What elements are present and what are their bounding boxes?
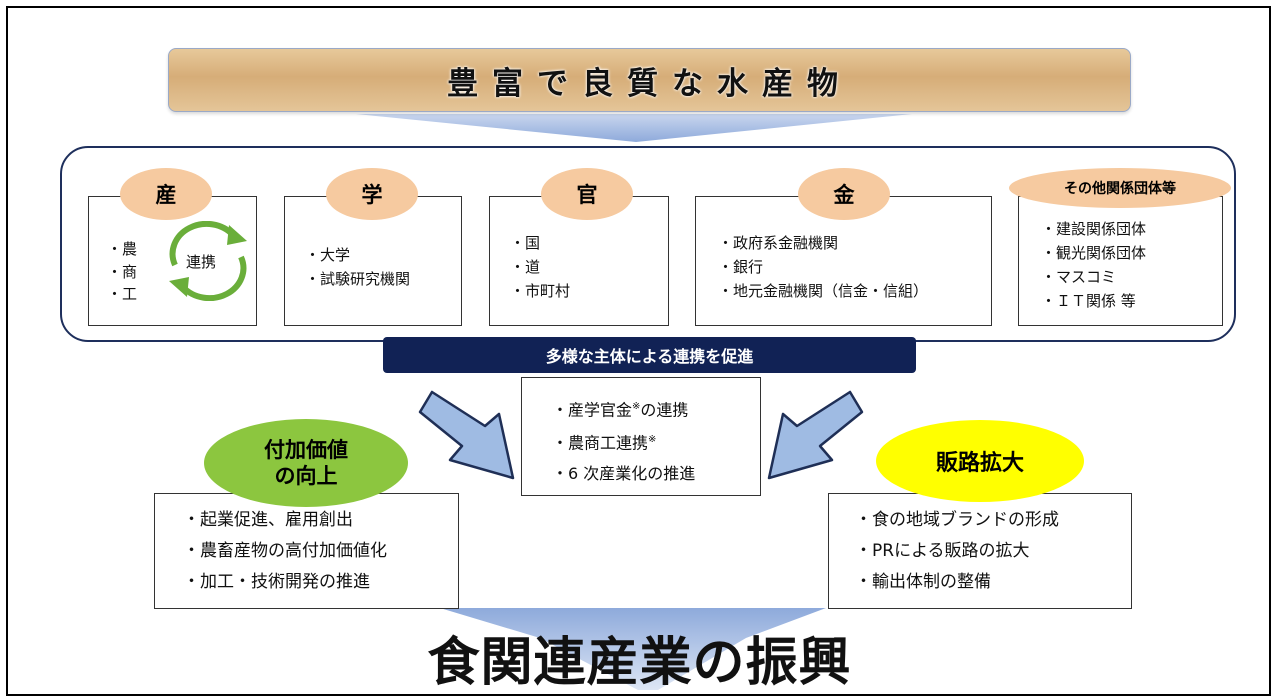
right-box: ・食の地域ブランドの形成 ・PRによる販路の拡大 ・輸出体制の整備	[828, 493, 1132, 609]
left-item: ・農畜産物の高付加価値化	[183, 541, 387, 561]
sector-item: ・道	[510, 258, 541, 276]
sector-item: ・試験研究機関	[305, 270, 411, 288]
left-item: ・起業促進、雇用創出	[183, 510, 353, 530]
promotion-bar: 多様な主体による連携を促進	[383, 337, 916, 373]
sector-oval-others: その他関係団体等	[1009, 168, 1231, 208]
left-diagonal-arrow	[418, 390, 515, 480]
sector-oval-label: 学	[361, 183, 383, 207]
sector-box-others: ・建設関係団体 ・観光関係団体 ・マスコミ ・ＩＴ関係 等	[1018, 196, 1223, 326]
value-add-oval: 付加価値 の向上	[204, 419, 408, 507]
sales-expansion-label: 販路拡大	[935, 451, 1024, 476]
cycle-label: 連携	[186, 253, 217, 271]
top-down-arrow	[356, 114, 912, 142]
value-add-line2: の向上	[274, 464, 338, 488]
sector-item: ・観光関係団体	[1041, 244, 1147, 262]
left-box: ・起業促進、雇用創出 ・農畜産物の高付加価値化 ・加工・技術開発の推進	[154, 493, 459, 609]
sales-expansion-oval: 販路拡大	[876, 420, 1084, 502]
sector-oval-label: 官	[576, 183, 598, 207]
sector-oval-government: 官	[541, 168, 633, 220]
value-add-line1: 付加価値	[264, 438, 348, 462]
sector-oval-industry: 産	[120, 168, 212, 220]
right-item: ・食の地域ブランドの形成	[855, 510, 1059, 530]
footer-title: 食関連産業の振興	[427, 633, 852, 693]
outer-frame	[6, 6, 1271, 696]
left-item: ・加工・技術開発の推進	[183, 572, 370, 592]
sector-item: ・政府系金融機関	[718, 234, 839, 252]
sector-item: ・工	[107, 285, 138, 303]
cycle-arrows-icon	[169, 221, 247, 301]
sector-item: ・銀行	[718, 258, 764, 276]
sector-oval-label: その他関係団体等	[1064, 181, 1176, 197]
right-item: ・輸出体制の整備	[855, 572, 991, 592]
sector-item: ・地元金融機関（信金・信組）	[718, 282, 929, 300]
sector-oval-label: 金	[833, 183, 855, 207]
center-item: ・産学官金※の連携	[552, 400, 689, 420]
sector-item: ・大学	[305, 246, 351, 264]
sector-oval-finance: 金	[798, 168, 890, 220]
sector-oval-academia: 学	[326, 168, 418, 220]
center-item: ・6 次産業化の推進	[552, 463, 696, 483]
center-item: ・農商工連携※	[552, 433, 657, 453]
center-box: ・産学官金※の連携 ・農商工連携※ ・6 次産業化の推進	[521, 377, 761, 496]
right-diagonal-arrow	[767, 390, 864, 480]
sector-item: ・建設関係団体	[1041, 220, 1147, 238]
bottom-funnel-arrow	[440, 608, 826, 690]
sector-item: ・市町村	[510, 282, 571, 300]
sector-item: ・ＩＴ関係 等	[1041, 292, 1136, 310]
sector-item: ・農	[107, 240, 138, 258]
sector-item: ・国	[510, 234, 541, 252]
sector-oval-label: 産	[155, 183, 177, 207]
sector-item: ・マスコミ	[1041, 268, 1117, 286]
promotion-bar-label: 多様な主体による連携を促進	[545, 347, 754, 366]
right-item: ・PRによる販路の拡大	[855, 541, 1030, 561]
sector-item: ・商	[107, 263, 138, 281]
banner-title: 豊富で良質な水産物	[447, 65, 852, 102]
top-banner: 豊富で良質な水産物	[168, 48, 1131, 112]
